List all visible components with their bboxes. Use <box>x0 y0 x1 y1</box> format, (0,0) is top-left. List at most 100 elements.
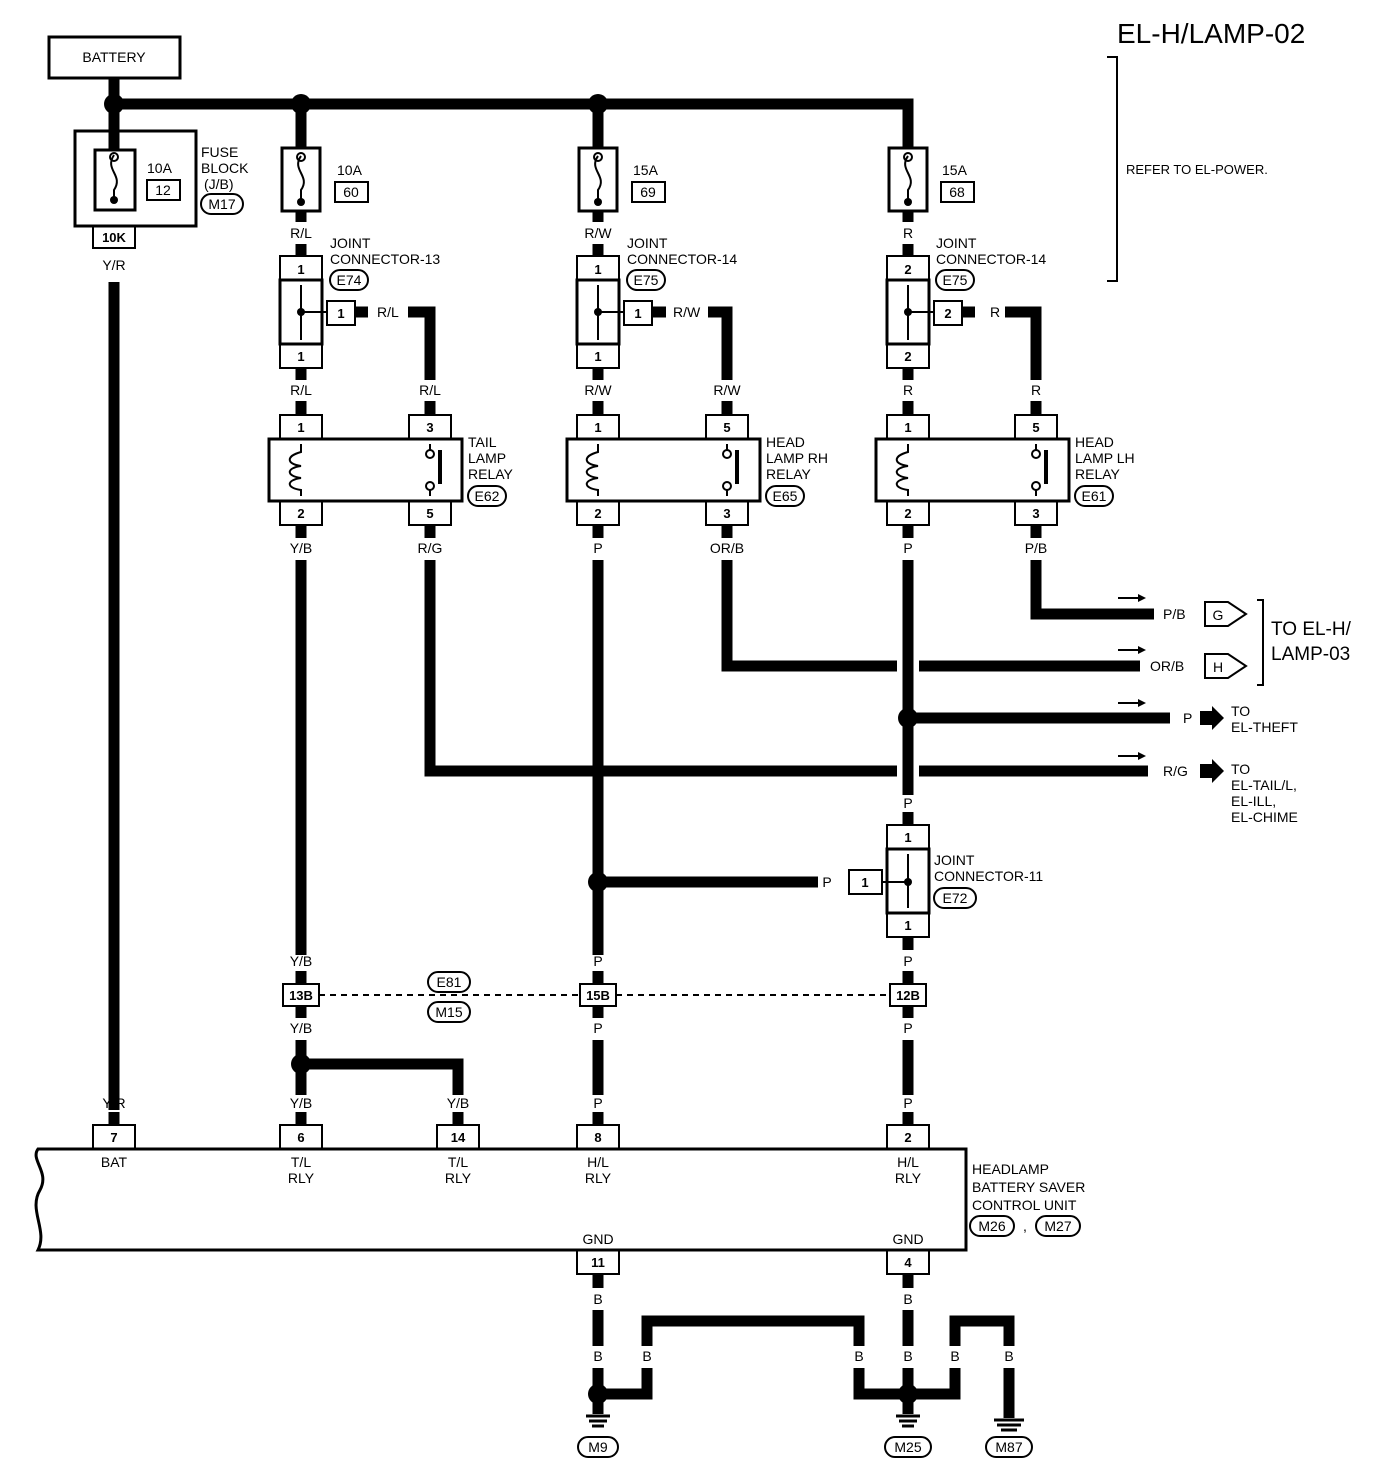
wire-label-yb-3: Y/B <box>290 1020 313 1036</box>
unit-label-2: BATTERY SAVER <box>972 1179 1085 1195</box>
jb-pin-10k: 10K <box>102 230 126 245</box>
jc11-pin-top: 1 <box>904 830 911 845</box>
output-g-wire: P/B <box>1163 606 1186 622</box>
head-lamp-rh-relay: 1 5 2 3 HEAD LAMP RH RELAY E65 <box>565 414 828 526</box>
unit-label-3: CONTROL UNIT <box>972 1197 1077 1213</box>
tail-relay-pin-5: 5 <box>426 506 433 521</box>
wire-label-p-2: P <box>903 540 912 556</box>
unit-pin-2-label-2: RLY <box>895 1170 922 1186</box>
wire-label-p-7: P <box>903 1020 912 1036</box>
wire-label-p-8: P <box>593 1095 602 1111</box>
jc11-label-1: JOINT <box>934 852 975 868</box>
direction-arrows <box>1118 594 1146 760</box>
jc14a-label-1: JOINT <box>627 235 668 251</box>
jc13-label-1: JOINT <box>330 235 371 251</box>
unit-pin-6-label-1: T/L <box>291 1154 311 1170</box>
jc14b-code: E75 <box>943 272 968 288</box>
unit-pin-8: 8 <box>594 1130 601 1145</box>
unit-pin-6: 6 <box>297 1130 304 1145</box>
tail-relay-pin-1: 1 <box>297 420 304 435</box>
output-ref-2: LAMP-03 <box>1271 644 1350 665</box>
lh-relay-pin-5: 5 <box>1032 420 1039 435</box>
rh-relay-label-1: HEAD <box>766 434 805 450</box>
wire-label-p-6: P <box>593 1020 602 1036</box>
jc13-pin-bottom: 1 <box>297 349 304 364</box>
fuse-69-number: 69 <box>640 184 656 200</box>
unit-pin-7: 7 <box>110 1130 117 1145</box>
wire-label-rw-side: R/W <box>673 304 701 320</box>
output-tail-4: EL-CHIME <box>1231 809 1298 825</box>
fuse-68: 15A 68 <box>887 146 975 213</box>
fuse-60: 10A 60 <box>280 146 369 213</box>
unit-conn-m26: M26 <box>978 1218 1005 1234</box>
lh-relay-label-3: RELAY <box>1075 466 1121 482</box>
unit-pin-14-label-1: T/L <box>448 1154 468 1170</box>
unit-gnd-pin-11: 11 <box>591 1255 605 1270</box>
lh-relay-pin-2: 2 <box>904 506 911 521</box>
jc11-label-2: CONNECTOR-11 <box>934 868 1043 884</box>
fuse-block-connector: M17 <box>208 196 235 212</box>
jc14b-label-2: CONNECTOR-14 <box>936 251 1046 267</box>
ground-m9: M9 <box>577 1414 619 1458</box>
output-tail-wire: R/G <box>1163 763 1188 779</box>
jc14a-pin-side: 1 <box>634 306 641 321</box>
wire-label-rl-1: R/L <box>290 225 312 241</box>
wire-label-r-3: R <box>1031 382 1041 398</box>
inline-connector: 13B 15B 12B E81 M15 <box>282 971 927 1023</box>
tail-relay-label-3: RELAY <box>468 466 514 482</box>
wire-label-yr-bottom: Y/R <box>102 1095 125 1111</box>
fuse-block-label-2: BLOCK <box>201 160 249 176</box>
wire-label-rl-side: R/L <box>377 304 399 320</box>
inline-conn-e81: E81 <box>437 974 462 990</box>
unit-pin-14-label-2: RLY <box>445 1170 472 1186</box>
wire-label-rl-2: R/L <box>290 382 312 398</box>
wire-label-yb-4: Y/B <box>290 1095 313 1111</box>
ground-m87-label: M87 <box>995 1439 1022 1455</box>
lh-relay-pin-1: 1 <box>904 420 911 435</box>
rh-relay-pin-5: 5 <box>723 420 730 435</box>
tail-relay-pin-3: 3 <box>426 420 433 435</box>
output-tail-2: EL-TAIL/L, <box>1231 777 1297 793</box>
output-h-wire: OR/B <box>1150 658 1184 674</box>
jc14b-label-1: JOINT <box>936 235 977 251</box>
fuse-69-rating: 15A <box>633 162 659 178</box>
unit-pin-2-label-1: H/L <box>897 1154 919 1170</box>
ground-m25-label: M25 <box>894 1439 921 1455</box>
wire-label-yr-top: Y/R <box>102 257 125 273</box>
inline-pin-12b: 12B <box>896 988 920 1003</box>
wire-label-rg-1: R/G <box>418 540 443 556</box>
fuse-68-rating: 15A <box>942 162 968 178</box>
fuse-12-number: 12 <box>155 182 171 198</box>
unit-pin-7-label: BAT <box>101 1154 128 1170</box>
fuse-68-number: 68 <box>949 184 965 200</box>
wire-label-rl-3: R/L <box>419 382 441 398</box>
inline-pin-13b: 13B <box>289 988 313 1003</box>
wire-label-pb-1: P/B <box>1025 540 1048 556</box>
wire-label-yb-2: Y/B <box>290 953 313 969</box>
output-ref-1: TO EL-H/ <box>1271 619 1352 640</box>
jc14a-pin-top: 1 <box>594 262 601 277</box>
fuse-60-rating: 10A <box>337 162 363 178</box>
ground-m87: M87 <box>985 1418 1033 1458</box>
wire-label-orb-1: OR/B <box>710 540 744 556</box>
wire-label-b-7: B <box>950 1348 959 1364</box>
wire-label-b-8: B <box>1004 1348 1013 1364</box>
output-theft-2: EL-THEFT <box>1231 719 1298 735</box>
lh-relay-label-1: HEAD <box>1075 434 1114 450</box>
wire-label-b-6: B <box>903 1348 912 1364</box>
wire-label-r-2: R <box>903 382 913 398</box>
battery-saver-control-unit: 7 6 14 8 2 BAT T/L RLY T/L RLY H/L RLY H… <box>34 1124 1085 1275</box>
diagram-title: EL-H/LAMP-02 <box>1117 18 1305 49</box>
joint-connector-13: 1 1 1 JOINT CONNECTOR-13 E74 <box>278 235 440 369</box>
jc14b-pin-side: 2 <box>944 306 951 321</box>
output-tail-3: EL-ILL, <box>1231 793 1276 809</box>
jc14a-label-2: CONNECTOR-14 <box>627 251 737 267</box>
unit-gnd-label-1: GND <box>582 1231 613 1247</box>
unit-pin-14: 14 <box>451 1130 466 1145</box>
wire-label-b-5: B <box>854 1348 863 1364</box>
wire-label-b-3: B <box>593 1348 602 1364</box>
fuse-69: 15A 69 <box>577 146 666 213</box>
wire-label-b-1: B <box>593 1291 602 1307</box>
jc13-pin-top: 1 <box>297 262 304 277</box>
unit-pin-8-label-2: RLY <box>585 1170 612 1186</box>
